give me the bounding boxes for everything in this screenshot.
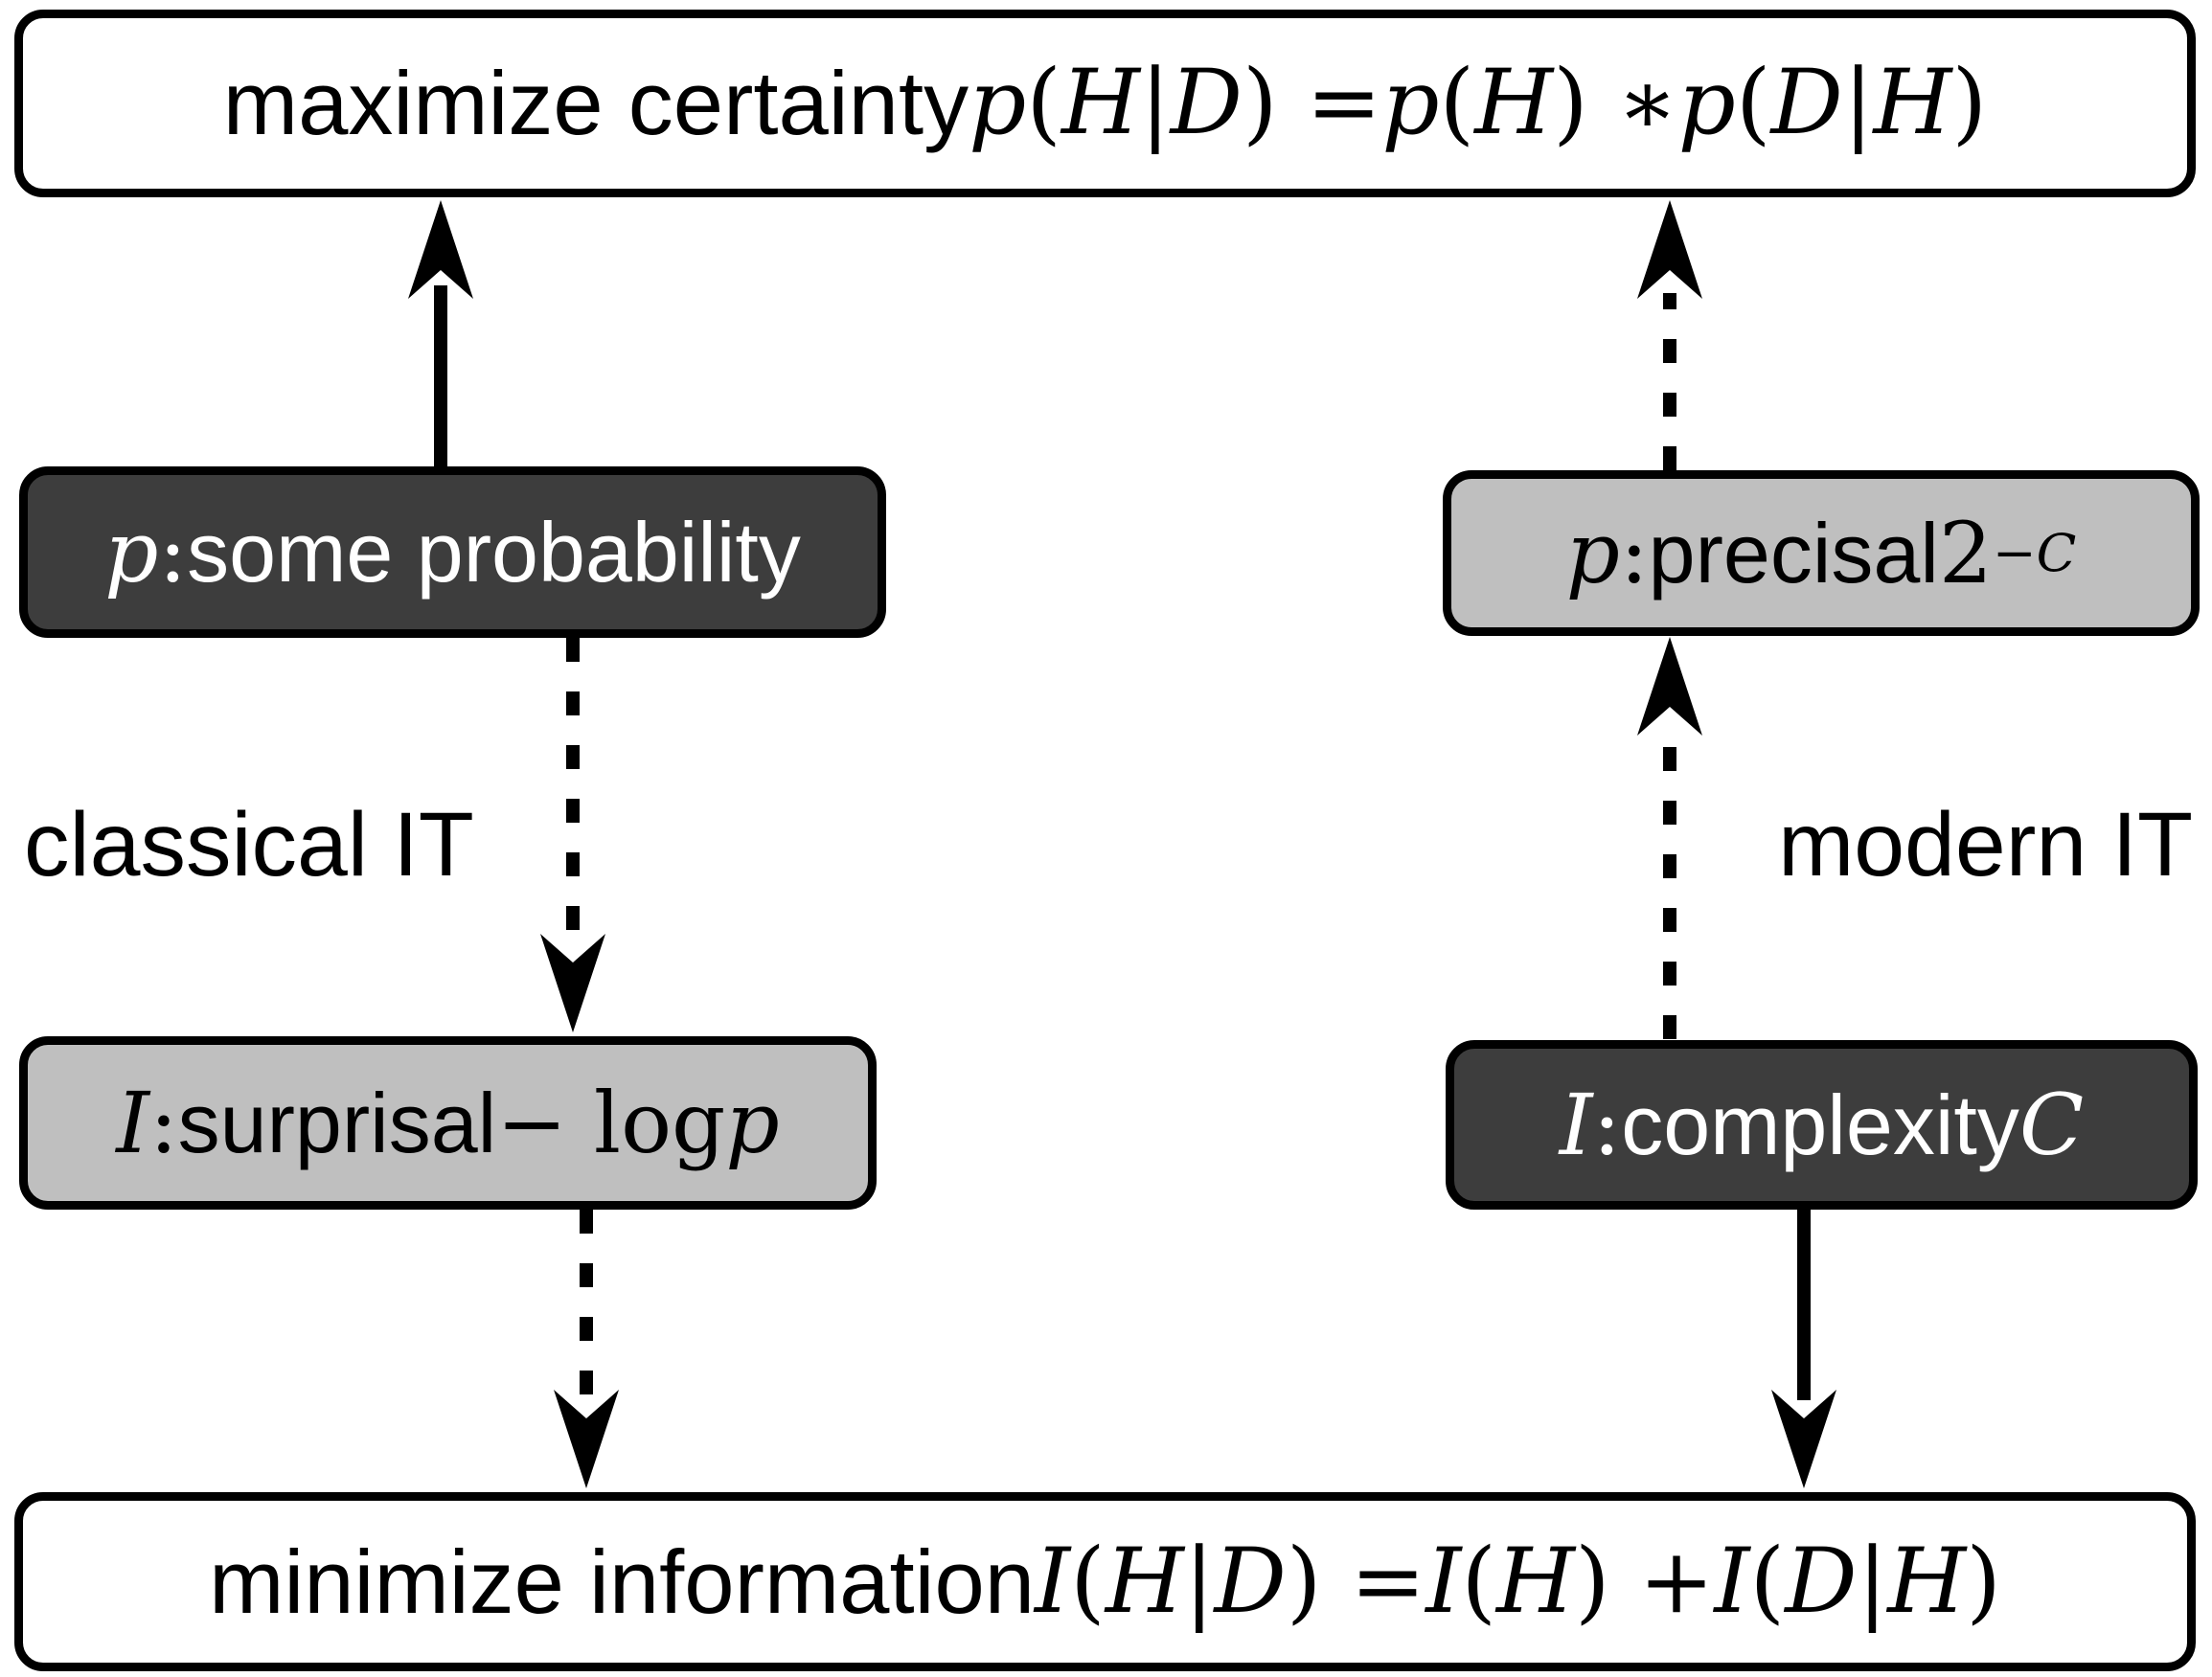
text-segment: | [1857, 1529, 1888, 1634]
text-segment: : [1620, 503, 1649, 602]
text-segment: some probability [187, 504, 801, 600]
text-segment: p [1381, 51, 1440, 155]
edge-surprisal-to-minimize [554, 1210, 619, 1488]
text-segment: p [104, 502, 159, 601]
text-segment: ( [1026, 51, 1061, 155]
text-segment: maximize certainty [222, 53, 969, 153]
box-precisal: p: precisal 2−C [1443, 470, 2200, 636]
text-segment: ) [1966, 1529, 2001, 1634]
text-segment: precisal [1648, 505, 1939, 601]
edge-complexity-to-minimize [1771, 1210, 1836, 1488]
text-segment: ) = [1286, 1529, 1426, 1634]
text-segment: I [1425, 1529, 1462, 1634]
text-segment: ( [1461, 1529, 1497, 1634]
edge-complexity-to-precisal [1637, 637, 1702, 1039]
text-segment: H [1496, 1529, 1576, 1634]
text-segment: p [969, 51, 1027, 155]
text-segment: surprisal [177, 1075, 497, 1170]
arrowhead-up-icon [1637, 200, 1702, 299]
text-segment: C [2018, 1075, 2085, 1174]
edge-probability-to-surprisal [540, 638, 605, 1032]
text-segment: ) ∗ [1553, 51, 1678, 155]
label-classical-it: classical IT [24, 794, 474, 895]
text-segment: ( [1439, 51, 1475, 155]
text-segment: ( [1735, 51, 1771, 155]
label-modern-it: modern IT [1778, 794, 2193, 895]
box-some-probability: p: some probability [19, 466, 886, 638]
text-segment: I [1035, 1529, 1071, 1634]
text-segment: H [1060, 51, 1140, 155]
text-segment: I [1714, 1529, 1750, 1634]
text-segment: D [1170, 51, 1243, 155]
text-segment: | [1842, 51, 1874, 155]
text-segment: | [1139, 51, 1171, 155]
text-segment: 2 [1938, 503, 1993, 602]
text-segment: p [1677, 51, 1736, 155]
text-segment: ) [1951, 51, 1988, 155]
text-segment: D [1214, 1529, 1287, 1634]
text-segment: − log [496, 1073, 726, 1172]
text-segment: H [1474, 51, 1554, 155]
text-segment: −C [1992, 522, 2077, 584]
text-segment: p [725, 1073, 780, 1172]
text-segment: complexity [1621, 1076, 2019, 1172]
text-segment: p [1565, 503, 1620, 602]
arrowhead-up-icon [408, 200, 473, 299]
text-segment: I [1559, 1075, 1593, 1174]
box-surprisal: I: surprisal − log p [19, 1036, 877, 1210]
arrowhead-down-icon [554, 1390, 619, 1488]
text-segment: | [1183, 1529, 1215, 1634]
arrowhead-down-icon [1771, 1390, 1836, 1488]
arrowhead-up-icon [1637, 637, 1702, 736]
text-segment: H [1887, 1529, 1967, 1634]
text-segment: : [149, 1073, 178, 1172]
text-segment: ( [1070, 1529, 1106, 1634]
box-minimize-information: minimize information I(H|D) = I(H) + I(D… [14, 1492, 2196, 1671]
box-maximize-certainty: maximize certainty p(H|D) = p(H) ∗ p(D|H… [14, 10, 2196, 197]
edge-probability-to-maximize [408, 200, 473, 466]
text-segment: : [1592, 1075, 1622, 1174]
text-segment: ) + [1575, 1529, 1715, 1634]
text-segment: D [1770, 51, 1843, 155]
text-segment: ) = [1242, 51, 1382, 155]
text-segment: H [1105, 1529, 1184, 1634]
text-segment: H [1873, 51, 1952, 155]
text-segment: I [116, 1073, 150, 1172]
text-segment: minimize information [209, 1530, 1036, 1632]
arrowhead-down-icon [540, 934, 605, 1032]
box-complexity: I: complexity C [1446, 1040, 2198, 1210]
text-segment: ( [1749, 1529, 1786, 1634]
edge-precisal-to-maximize [1637, 200, 1702, 470]
text-segment: D [1785, 1529, 1858, 1634]
text-segment: : [158, 502, 188, 601]
